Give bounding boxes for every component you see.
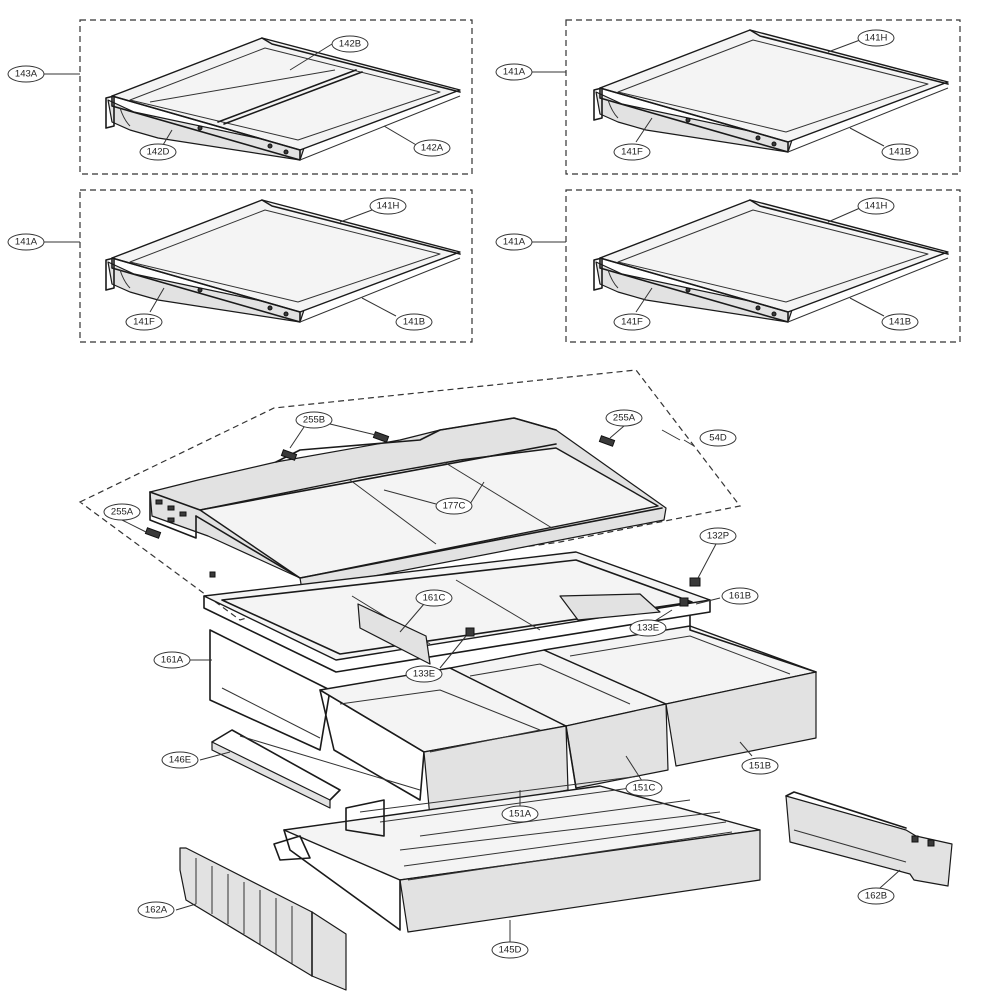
label-151B-text: 151B <box>749 761 771 772</box>
label-141B-mid-right: 141B <box>881 313 919 331</box>
label-133E-left: 133E <box>405 665 443 683</box>
side-cover-162B <box>785 791 953 887</box>
stopper-132P <box>689 577 701 587</box>
label-54D: 54D <box>699 429 737 447</box>
label-141A-mid-left-text: 141A <box>15 237 38 248</box>
label-141B-mid-left: 141B <box>395 313 433 331</box>
label-141A-mid-right: 141A <box>495 233 533 251</box>
label-177C-text: 177C <box>443 501 466 512</box>
label-141F-mid-left: 141F <box>125 313 163 331</box>
label-142D-text: 142D <box>147 147 170 158</box>
label-133E-left-text: 133E <box>413 669 435 680</box>
label-151B: 151B <box>741 757 779 775</box>
label-133E-right: 133E <box>629 619 667 637</box>
label-133E-right-text: 133E <box>637 623 659 634</box>
label-161B-text: 161B <box>729 591 751 602</box>
label-141A-top-right-text: 141A <box>503 67 526 78</box>
clip-255B-left <box>280 449 298 461</box>
label-132P: 132P <box>699 527 737 545</box>
small-screw <box>209 571 216 578</box>
label-141H-mid-right-text: 141H <box>865 201 888 212</box>
label-141H-mid-left-text: 141H <box>377 201 400 212</box>
bottom-bin-145D <box>273 775 761 933</box>
label-151C: 151C <box>625 779 663 797</box>
label-255B-text: 255B <box>303 415 325 426</box>
assembly-box-141A-top-right <box>565 19 961 175</box>
label-145D-text: 145D <box>499 945 522 956</box>
split-shelf-143A <box>105 37 461 161</box>
assembly-box-143A <box>79 19 473 175</box>
label-54D-text: 54D <box>709 433 727 444</box>
clip-255A-left <box>144 527 162 539</box>
label-141B-mid-left-text: 141B <box>403 317 425 328</box>
label-141H-top-right: 141H <box>857 29 895 47</box>
label-141F-mid-left-text: 141F <box>133 317 155 328</box>
label-141H-mid-left: 141H <box>369 197 407 215</box>
label-255A-left-text: 255A <box>111 507 134 518</box>
label-162B-text: 162B <box>865 891 887 902</box>
label-141A-top-right: 141A <box>495 63 533 81</box>
label-146E-text: 146E <box>169 755 191 766</box>
label-141A-mid-right-text: 141A <box>503 237 526 248</box>
label-141B-mid-right-text: 141B <box>889 317 911 328</box>
clip-255A-right <box>598 435 616 447</box>
label-161C-text: 161C <box>423 593 446 604</box>
label-141H-mid-right: 141H <box>857 197 895 215</box>
glass-shelf-141A-mid-right <box>593 199 949 323</box>
label-142B-text: 142B <box>339 39 361 50</box>
label-161A: 161A <box>153 651 191 669</box>
label-132P-text: 132P <box>707 531 729 542</box>
label-151A-text: 151A <box>509 809 532 820</box>
assembly-box-141A-mid-left <box>79 189 473 343</box>
label-255A-right-text: 255A <box>613 413 636 424</box>
label-146E: 146E <box>161 751 199 769</box>
label-141F-top-right: 141F <box>613 143 651 161</box>
label-143A-text: 143A <box>15 69 38 80</box>
crisper-frame-161A <box>203 551 711 673</box>
label-141F-top-right-text: 141F <box>621 147 643 158</box>
front-cover-162A <box>179 847 347 991</box>
label-151A: 151A <box>501 805 539 823</box>
label-255A-right: 255A <box>605 409 643 427</box>
label-161C: 161C <box>415 589 453 607</box>
label-141A-mid-left: 141A <box>7 233 45 251</box>
label-141B-top-right-text: 141B <box>889 147 911 158</box>
glass-shelf-141A-top-right <box>593 29 949 153</box>
label-161A-text: 161A <box>161 655 184 666</box>
label-145D: 145D <box>491 941 529 959</box>
rail-146E <box>211 729 421 809</box>
label-143A: 143A <box>7 65 45 83</box>
label-142B: 142B <box>331 35 369 53</box>
label-142D: 142D <box>139 143 177 161</box>
label-141H-top-right-text: 141H <box>865 33 888 44</box>
label-142A: 142A <box>413 139 451 157</box>
label-162B: 162B <box>857 887 895 905</box>
label-151C-text: 151C <box>633 783 656 794</box>
label-142A-text: 142A <box>421 143 444 154</box>
clip-255B-right <box>372 431 390 443</box>
label-141F-mid-right: 141F <box>613 313 651 331</box>
label-141B-top-right: 141B <box>881 143 919 161</box>
label-161B: 161B <box>721 587 759 605</box>
glass-shelf-141A-mid-left <box>105 199 461 323</box>
label-141F-mid-right-text: 141F <box>621 317 643 328</box>
label-255A-left: 255A <box>103 503 141 521</box>
assembly-box-141A-mid-right <box>565 189 961 343</box>
label-177C: 177C <box>435 497 473 515</box>
cover-panel-54D <box>149 417 667 591</box>
label-255B: 255B <box>295 411 333 429</box>
label-162A: 162A <box>137 901 175 919</box>
label-162A-text: 162A <box>145 905 168 916</box>
